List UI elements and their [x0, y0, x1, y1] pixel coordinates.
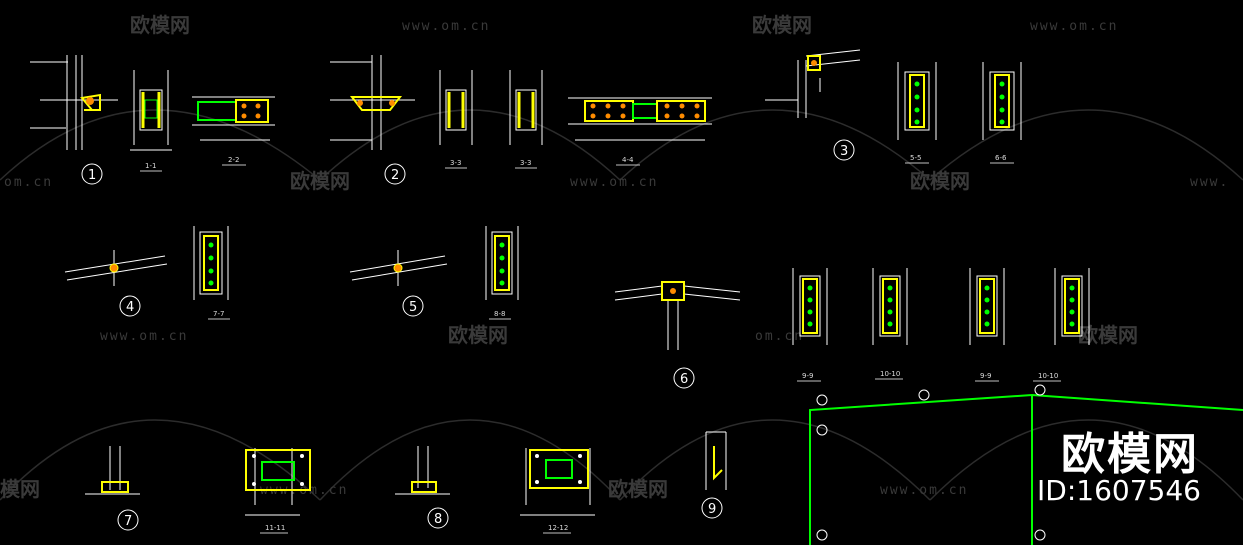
detail-callout: 6 — [680, 372, 688, 387]
detail-3: 5-5 6-6 3 — [765, 49, 1022, 164]
watermark-text: 欧模网 — [1078, 323, 1138, 347]
section-label: 3-3 — [450, 159, 461, 167]
section-label: 7-7 — [213, 310, 224, 318]
detail-1: 1-1 2-2 1 — [30, 55, 275, 185]
watermark-group: 欧模网 www.om.cn 欧模网 www.om.cn om.cn 欧模网 ww… — [0, 13, 1229, 501]
detail-7: 11-11 7 — [85, 446, 311, 534]
watermark-url-fragment: www. — [1190, 175, 1229, 190]
watermark-url: www.om.cn — [402, 19, 490, 34]
section-label: 11-11 — [265, 524, 285, 532]
section-label: 4-4 — [622, 156, 634, 164]
detail-2: 3-3 3-3 4-4 2 — [330, 55, 712, 185]
watermark-url-fragment: om.cn — [4, 175, 53, 190]
detail-callout: 1 — [88, 168, 96, 183]
section-label: 1-1 — [145, 162, 156, 170]
watermark-url: www.om.cn — [1030, 19, 1118, 34]
detail-6: 9-9 10-10 9-9 10-10 6 — [614, 268, 1090, 389]
detail-callout: 2 — [391, 168, 399, 183]
watermark-text: 欧模网 — [448, 323, 508, 347]
section-label: 8-8 — [494, 310, 505, 318]
model-id: ID:1607546 — [1037, 474, 1201, 507]
detail-9: 9 — [701, 431, 727, 519]
section-label: 5-5 — [910, 154, 921, 162]
watermark-arcs — [0, 109, 1243, 501]
watermark-url: www.om.cn — [100, 329, 188, 344]
section-label: 9-9 — [802, 372, 813, 380]
detail-5: 8-8 5 — [349, 226, 519, 320]
watermark-text: 欧模网 — [910, 169, 970, 193]
section-label: 12-12 — [548, 524, 568, 532]
section-label: 3-3 — [520, 159, 531, 167]
section-label: 6-6 — [995, 154, 1007, 162]
detail-callout: 5 — [409, 300, 417, 315]
section-label: 2-2 — [228, 156, 239, 164]
watermark-url-fragment: om.cn — [755, 329, 804, 344]
detail-callout: 8 — [434, 512, 442, 527]
watermark-text-fragment: 模网 — [0, 477, 40, 501]
section-label: 10-10 — [880, 370, 900, 378]
watermark-url: www.om.cn — [880, 483, 968, 498]
detail-callout: 9 — [708, 502, 716, 517]
frame-elevation — [809, 384, 1243, 545]
detail-callout: 3 — [840, 144, 848, 159]
detail-callout: 7 — [124, 514, 132, 529]
watermark-text: 欧模网 — [608, 477, 668, 501]
detail-callout: 4 — [126, 300, 134, 315]
watermark-text: 欧模网 — [752, 13, 812, 37]
watermark-text: 欧模网 — [290, 169, 350, 193]
section-label: 10-10 — [1038, 372, 1058, 380]
brand-logo-text: 欧模网 — [1061, 429, 1199, 480]
watermark-url: www.om.cn — [570, 175, 658, 190]
section-label: 9-9 — [980, 372, 991, 380]
watermark-text: 欧模网 — [130, 13, 190, 37]
detail-4: 7-7 4 — [64, 226, 230, 320]
detail-8: 12-12 8 — [395, 446, 595, 534]
